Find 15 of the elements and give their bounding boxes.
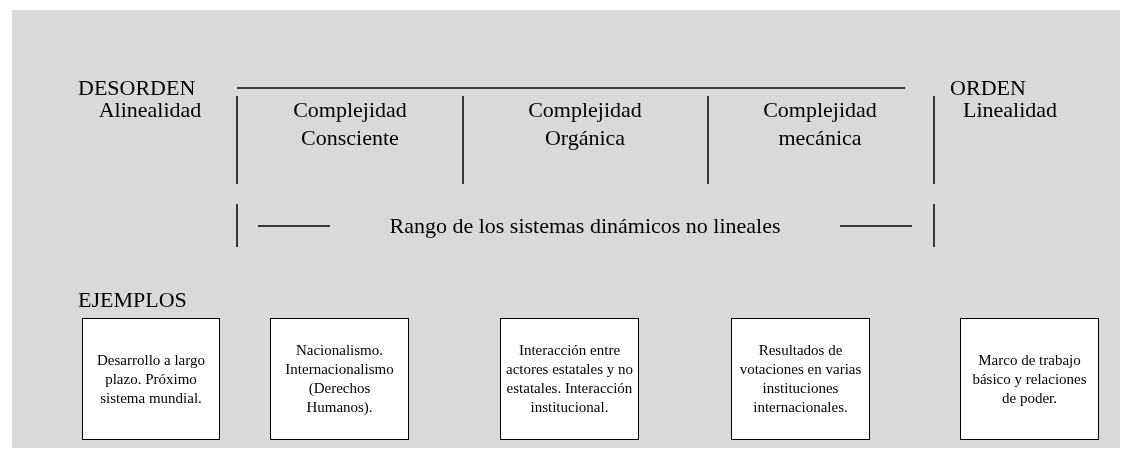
example-text: Marco de trabajo básico y relaciones de poder. [971, 350, 1088, 408]
example-text: Interacción entre actores estatales y no estatales. Interacción institucional. [505, 341, 634, 417]
example-box [960, 318, 1099, 440]
example-box [82, 318, 220, 440]
example-text: Desarrollo a largo plazo. Próximo sistema mundial. [96, 350, 206, 408]
example-box [270, 318, 409, 440]
range-label: Rango de los sistemas dinámicos no lineales [388, 212, 782, 240]
example-text: Nacionalismo. Internacionalismo (Derechos Humanos). [284, 341, 395, 417]
example-box [731, 318, 870, 440]
example-box [500, 318, 639, 440]
example-text: Resultados de votaciones en varias instituciones internacionales. [738, 341, 863, 417]
section-heading: EJEMPLOS [78, 286, 188, 314]
column-heading: Complejidad Consciente [292, 96, 408, 152]
column-heading: Complejidad Orgánica [527, 96, 643, 152]
column-heading: Complejidad mecánica [762, 96, 878, 152]
